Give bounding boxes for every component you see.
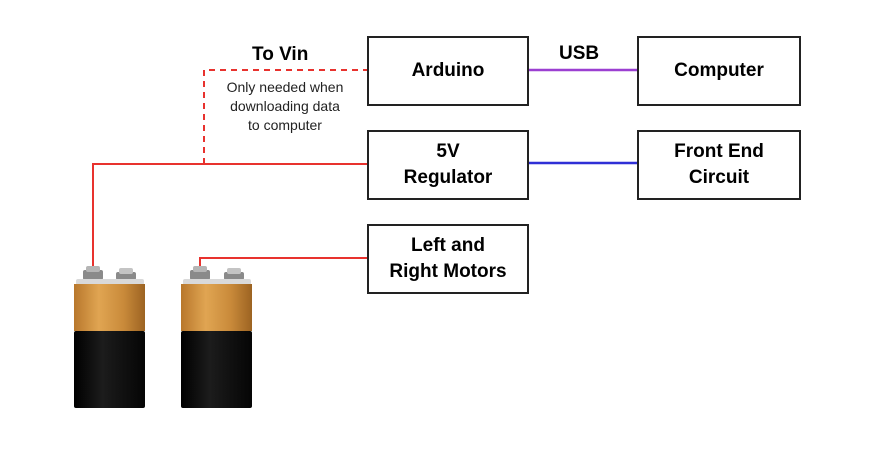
usb-label: USB — [559, 43, 600, 64]
regulator-label-line1: 5V — [436, 141, 460, 162]
computer-box: Computer — [637, 36, 801, 106]
regulator-box: 5V Regulator — [367, 130, 529, 200]
power-wire-motors — [199, 257, 368, 274]
front-end-label-line1: Front End — [674, 141, 764, 162]
note-line-2: downloading data — [230, 98, 340, 114]
computer-label: Computer — [674, 60, 764, 81]
optional-connection-note: Only needed when downloading data to com… — [205, 78, 365, 135]
note-line-3: to computer — [248, 117, 322, 133]
front-end-circuit-box: Front End Circuit — [637, 130, 801, 200]
arduino-label: Arduino — [411, 60, 485, 81]
battery-9v-icon — [181, 266, 252, 408]
motors-box: Left and Right Motors — [367, 224, 529, 294]
power-wire-optional-vin — [203, 69, 368, 164]
to-vin-label: To Vin — [252, 44, 309, 65]
battery-9v-icon — [74, 266, 145, 408]
regulator-label-line2: Regulator — [403, 167, 493, 188]
note-line-1: Only needed when — [226, 79, 344, 95]
power-wire-main — [92, 163, 368, 274]
motors-label-line1: Left and — [411, 235, 485, 256]
front-end-label-line2: Circuit — [688, 167, 750, 188]
arduino-box: Arduino — [367, 36, 529, 106]
motors-label-line2: Right Motors — [389, 261, 507, 282]
